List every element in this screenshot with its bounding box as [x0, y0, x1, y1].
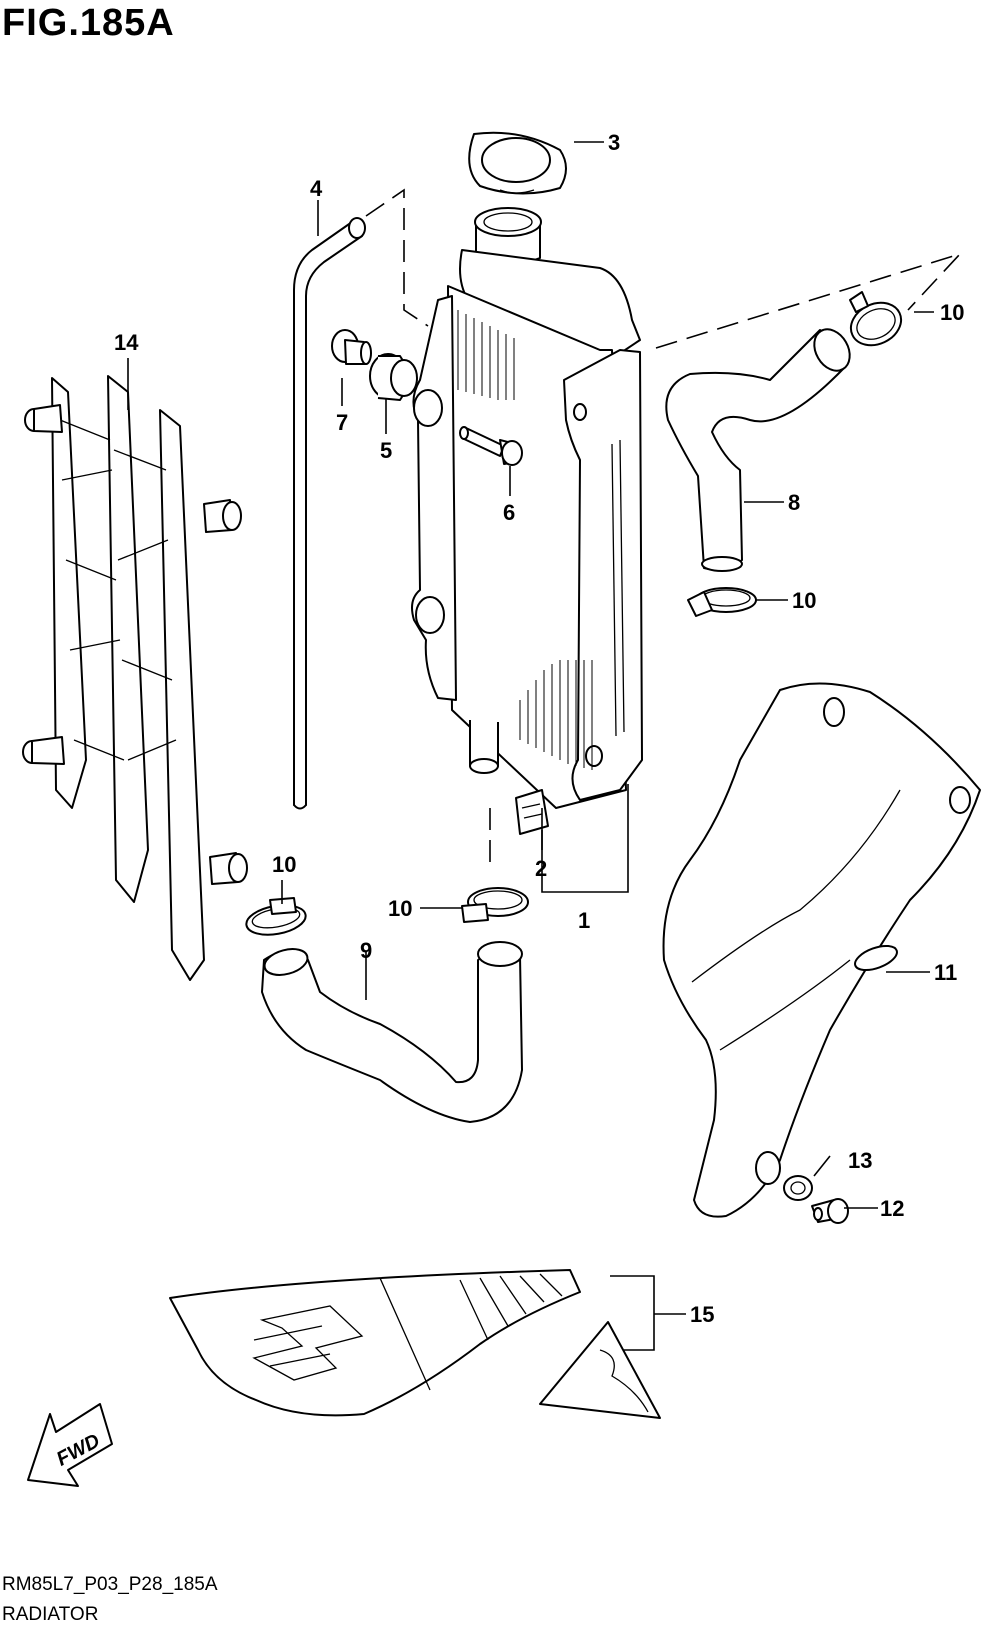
bolt-part-6[interactable]: [459, 426, 523, 466]
callout-10b: 10: [792, 588, 816, 613]
callout-15: 15: [690, 1302, 714, 1327]
radiator-cap-part-3[interactable]: [468, 131, 567, 195]
figure-title: FIG.185A: [2, 2, 175, 44]
upper-hose-part-8[interactable]: [665, 323, 857, 572]
collar-part-13[interactable]: [783, 1175, 813, 1201]
figure-code: RM85L7_P03_P28_185A: [2, 1574, 218, 1595]
radiator-louver-part-14[interactable]: [22, 375, 248, 981]
callout-10a: 10: [940, 300, 964, 325]
shroud-decal-part-15[interactable]: [169, 1269, 581, 1417]
louver-peg-bottom-right: [209, 852, 248, 885]
callout-8: 8: [788, 490, 800, 515]
fwd-arrow-icon: FWD: [27, 1403, 113, 1487]
callout-10d: 10: [388, 896, 412, 921]
callout-14: 14: [114, 330, 139, 355]
hose-clamp-part-10-b[interactable]: [687, 587, 757, 617]
callout-3: 3: [608, 130, 620, 155]
callout-10c: 10: [272, 852, 296, 877]
bolt-part-12[interactable]: [811, 1198, 849, 1224]
callout-5: 5: [380, 438, 392, 463]
hose-clamp-part-10-d[interactable]: [461, 887, 529, 923]
lower-hose-part-9[interactable]: [261, 941, 523, 1123]
clip-nut-part-2[interactable]: [515, 789, 549, 835]
leader-lines: [127, 141, 934, 1351]
callout-13: 13: [848, 1148, 872, 1173]
shroud-decal-triangle-part-15[interactable]: [539, 1321, 661, 1419]
radiator-core-fins: [457, 310, 593, 770]
callout-1: 1: [578, 908, 590, 933]
callout-numbers: 3 4 14 7 5 6 10 8 10 10 2 10 1 9 11 13 1…: [114, 130, 964, 1327]
radiator-shroud-part-11[interactable]: [662, 682, 981, 1218]
grommet-part-7[interactable]: [331, 329, 372, 365]
cushion-part-5[interactable]: [369, 353, 418, 401]
callout-4: 4: [310, 176, 323, 201]
hose-clamp-part-10-c[interactable]: [244, 897, 308, 939]
callout-11: 11: [934, 960, 957, 985]
callout-6: 6: [503, 500, 515, 525]
assembly-guide-lines: [365, 188, 963, 866]
suzuki-s-logo-icon: [252, 1305, 364, 1381]
louver-peg-top-right: [203, 499, 242, 533]
callout-12: 12: [880, 1196, 904, 1221]
overflow-hose-part-4[interactable]: [293, 217, 366, 810]
callout-7: 7: [336, 410, 348, 435]
radiator-part-1[interactable]: [411, 207, 643, 809]
callout-9: 9: [360, 938, 372, 963]
hose-clamp-part-10-a[interactable]: [844, 291, 908, 353]
callout-2: 2: [535, 856, 547, 881]
figure-caption: RADIATOR: [2, 1604, 99, 1625]
louver-peg-mid-left: [22, 736, 65, 765]
louver-peg-top-left: [24, 404, 63, 433]
